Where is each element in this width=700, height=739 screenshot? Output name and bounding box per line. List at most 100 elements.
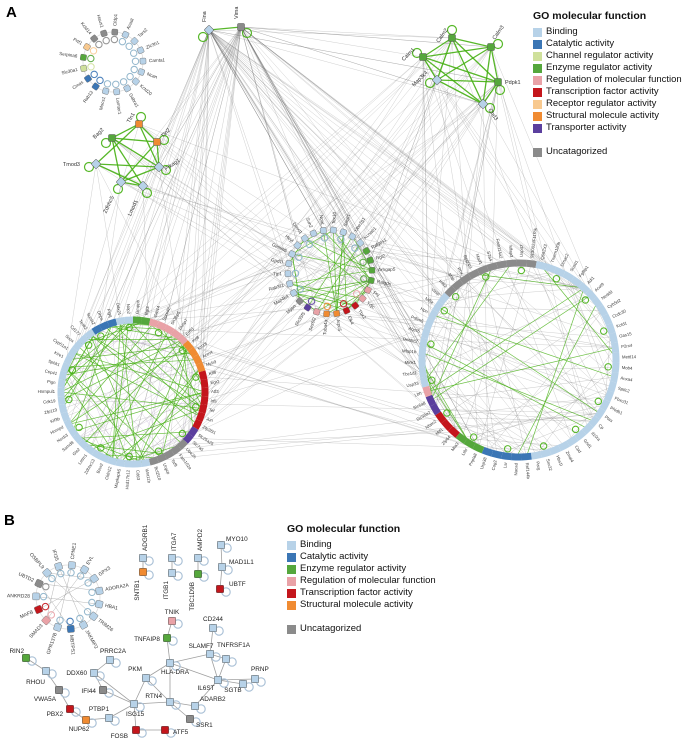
svg-text:Fam114a2: Fam114a2 bbox=[495, 238, 504, 259]
svg-text:MAD1L1: MAD1L1 bbox=[229, 559, 254, 566]
svg-text:Mettl14: Mettl14 bbox=[622, 354, 637, 359]
svg-text:HBA1: HBA1 bbox=[104, 603, 118, 612]
svg-text:DDX60: DDX60 bbox=[66, 670, 87, 677]
svg-text:Cp: Cp bbox=[597, 423, 605, 431]
svg-text:Pign: Pign bbox=[47, 379, 57, 385]
svg-text:Klf6: Klf6 bbox=[208, 369, 217, 376]
svg-text:Acot9: Acot9 bbox=[593, 281, 605, 292]
legend-color-swatch bbox=[533, 99, 542, 109]
svg-text:Nedd9: Nedd9 bbox=[600, 289, 614, 301]
svg-text:Urgcp: Urgcp bbox=[162, 462, 171, 475]
svg-text:Sphk1: Sphk1 bbox=[48, 358, 62, 367]
legend-go-a: GO molecular function Binding Catalytic … bbox=[533, 10, 682, 158]
svg-text:Tmem120b: Tmem120b bbox=[550, 240, 562, 263]
svg-text:Snx32: Snx32 bbox=[545, 458, 553, 472]
legend-item: Binding bbox=[287, 539, 436, 551]
svg-text:SGTB: SGTB bbox=[224, 687, 241, 694]
svg-text:Ccdc30: Ccdc30 bbox=[611, 308, 627, 319]
svg-text:Gabra1: Gabra1 bbox=[128, 92, 140, 108]
svg-text:Tbc1d1: Tbc1d1 bbox=[402, 370, 417, 377]
svg-text:Nfatc2: Nfatc2 bbox=[424, 418, 437, 430]
svg-text:TRIM26: TRIM26 bbox=[96, 618, 114, 634]
svg-text:Sun2: Sun2 bbox=[305, 217, 314, 229]
svg-text:Zdhhc5: Zdhhc5 bbox=[103, 195, 116, 214]
svg-text:HLA-DRA: HLA-DRA bbox=[161, 669, 190, 676]
svg-text:Dusp7: Dusp7 bbox=[177, 317, 189, 330]
svg-text:Cyb5d2: Cyb5d2 bbox=[606, 297, 622, 309]
legend-item: Catalytic activity bbox=[533, 38, 682, 50]
svg-text:EVL: EVL bbox=[85, 555, 95, 566]
svg-text:MAFB: MAFB bbox=[19, 609, 35, 620]
svg-text:Rpgrip1: Rpgrip1 bbox=[462, 254, 474, 270]
svg-text:Hoxb3: Hoxb3 bbox=[56, 432, 70, 443]
svg-text:IL6ST: IL6ST bbox=[197, 685, 214, 692]
svg-text:SSR1: SSR1 bbox=[196, 722, 213, 729]
svg-text:Suox: Suox bbox=[64, 333, 75, 344]
legend-item: Transcription factor activity bbox=[533, 86, 682, 98]
svg-text:Grb14: Grb14 bbox=[153, 304, 161, 317]
svg-text:Mfap1b: Mfap1b bbox=[402, 348, 417, 354]
svg-text:ITGB1: ITGB1 bbox=[163, 581, 170, 600]
legend-item: Receptor regulator activity bbox=[533, 98, 682, 110]
svg-text:Hnrnpul1: Hnrnpul1 bbox=[38, 389, 56, 394]
svg-text:Dhps: Dhps bbox=[96, 310, 105, 321]
svg-text:Fry: Fry bbox=[372, 290, 381, 298]
svg-text:Arhgap5: Arhgap5 bbox=[378, 267, 396, 273]
svg-text:Kire1: Kire1 bbox=[53, 350, 65, 359]
svg-text:Rnf144b: Rnf144b bbox=[525, 462, 531, 479]
svg-text:Pdlim5: Pdlim5 bbox=[410, 314, 425, 324]
svg-text:Tmod3: Tmod3 bbox=[63, 162, 80, 168]
svg-text:Tars2: Tars2 bbox=[137, 27, 149, 39]
svg-text:Pcx: Pcx bbox=[457, 266, 466, 275]
svg-text:Cdk19: Cdk19 bbox=[43, 398, 57, 404]
svg-text:PRRC2A: PRRC2A bbox=[100, 648, 127, 655]
svg-text:Usp38: Usp38 bbox=[479, 456, 488, 470]
svg-text:Slc38a2: Slc38a2 bbox=[415, 410, 431, 422]
svg-text:ITGA7: ITGA7 bbox=[171, 532, 178, 551]
svg-text:Nt5e: Nt5e bbox=[424, 296, 435, 306]
svg-text:Wnt11b: Wnt11b bbox=[144, 468, 152, 484]
svg-text:Rgl3: Rgl3 bbox=[144, 305, 151, 315]
svg-text:SNTB1: SNTB1 bbox=[134, 580, 141, 601]
legend-item: Enzyme regulator activity bbox=[533, 62, 682, 74]
svg-text:Mob4: Mob4 bbox=[622, 365, 634, 371]
svg-text:Zfp119: Zfp119 bbox=[44, 407, 58, 415]
svg-text:Tesk2: Tesk2 bbox=[78, 319, 89, 331]
svg-text:Tln1: Tln1 bbox=[126, 112, 137, 124]
svg-text:PTBP1: PTBP1 bbox=[89, 706, 110, 713]
svg-text:Lamtor1: Lamtor1 bbox=[115, 97, 122, 115]
svg-text:VWA5A: VWA5A bbox=[34, 696, 57, 703]
svg-text:Sez6l2: Sez6l2 bbox=[308, 316, 317, 331]
legend-color-swatch bbox=[287, 552, 296, 562]
legend-go-b: GO molecular function Binding Catalytic … bbox=[287, 523, 436, 635]
svg-text:Gmppb: Gmppb bbox=[135, 299, 141, 314]
svg-text:Adi1: Adi1 bbox=[586, 275, 596, 285]
svg-text:Egr2: Egr2 bbox=[210, 379, 220, 385]
legend-item: Regulation of molecular function bbox=[287, 575, 436, 587]
svg-text:Calm1: Calm1 bbox=[401, 47, 416, 62]
svg-text:Abcc5: Abcc5 bbox=[408, 326, 421, 334]
svg-text:Mtf1: Mtf1 bbox=[434, 426, 444, 436]
svg-text:Rab13: Rab13 bbox=[82, 89, 94, 103]
svg-text:ATF5: ATF5 bbox=[173, 729, 189, 736]
legend-item: Binding bbox=[533, 26, 682, 38]
svg-text:Sash1: Sash1 bbox=[343, 213, 352, 227]
svg-text:FOSB: FOSB bbox=[111, 733, 128, 739]
svg-text:Phldb1: Phldb1 bbox=[609, 405, 624, 416]
legend-color-swatch bbox=[533, 51, 542, 61]
svg-text:Anxa4: Anxa4 bbox=[620, 375, 633, 382]
svg-text:Dnahc2: Dnahc2 bbox=[403, 336, 419, 344]
svg-text:Zfc3h1: Zfc3h1 bbox=[145, 40, 160, 50]
svg-text:Zmat4: Zmat4 bbox=[565, 450, 575, 464]
svg-text:Marf1: Marf1 bbox=[475, 253, 484, 266]
svg-text:Nacad: Nacad bbox=[513, 462, 518, 475]
svg-text:JAKMIP2: JAKMIP2 bbox=[83, 629, 98, 650]
svg-text:CPNE1: CPNE1 bbox=[70, 542, 78, 559]
legend-color-swatch bbox=[287, 576, 296, 586]
legend-color-swatch bbox=[287, 600, 296, 610]
svg-text:Spred2: Spred2 bbox=[161, 306, 171, 321]
svg-text:Dmxl1: Dmxl1 bbox=[292, 222, 304, 236]
svg-text:Rgl2: Rgl2 bbox=[375, 253, 386, 261]
